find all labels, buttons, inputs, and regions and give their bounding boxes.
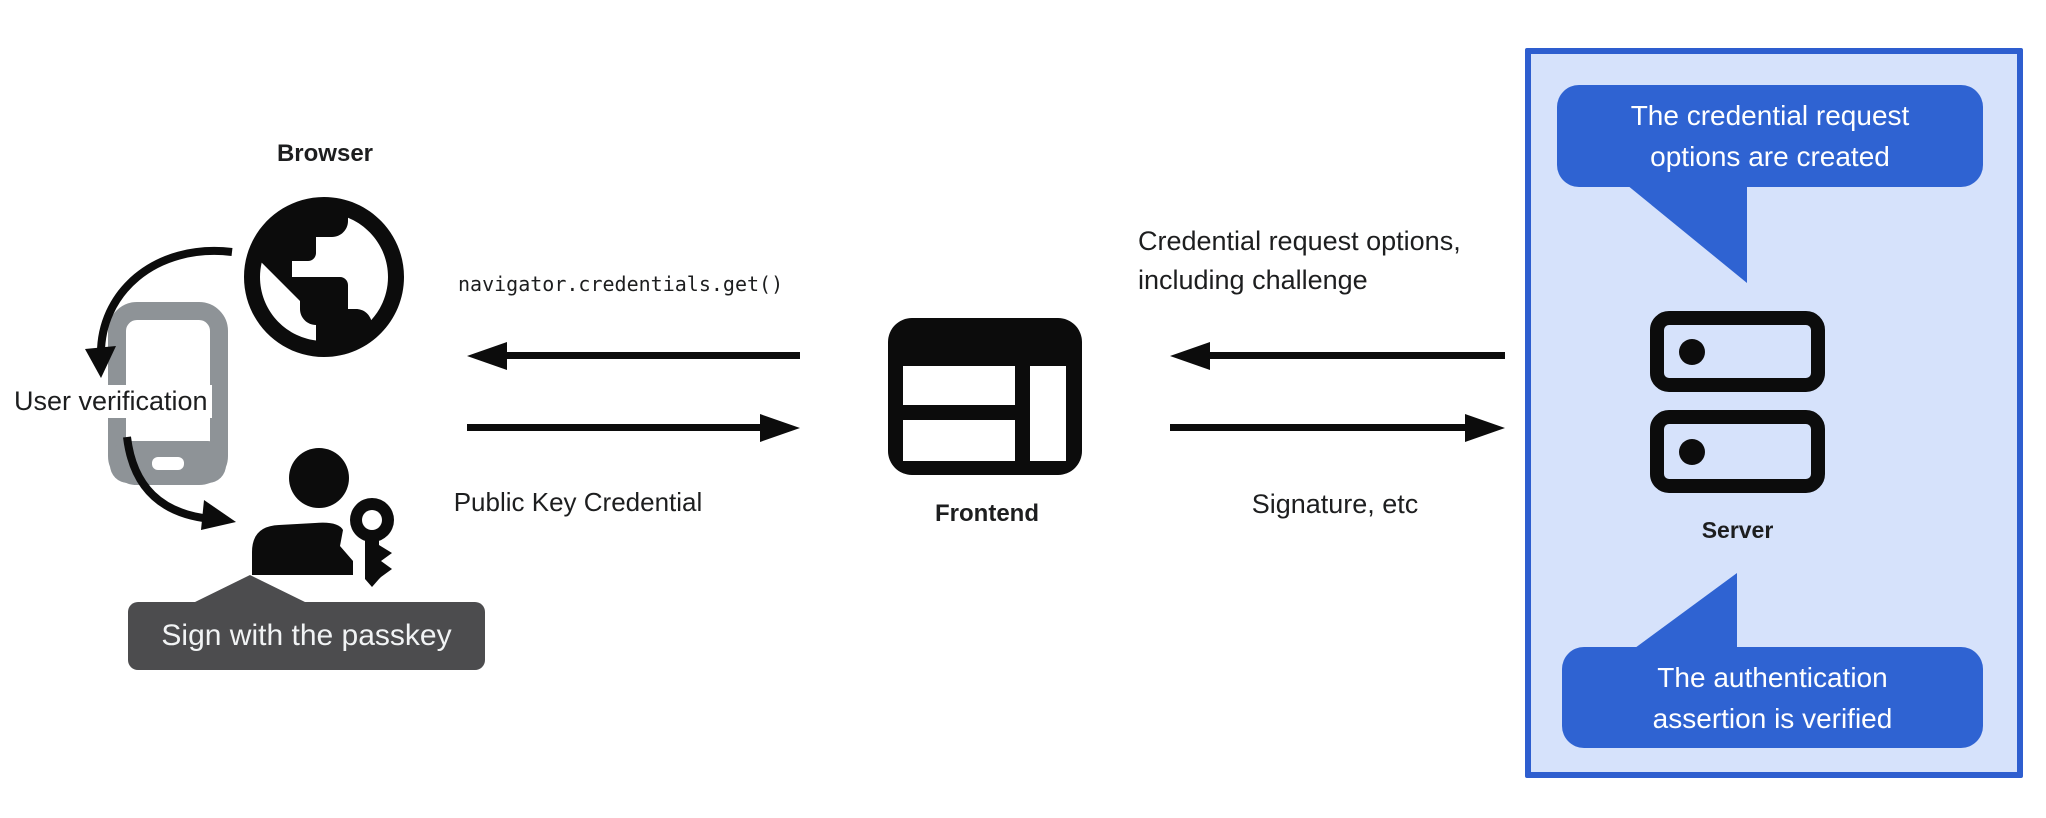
credential-request-options-label: Credential request options, including ch… bbox=[1138, 226, 1461, 295]
arrowhead-left-icon bbox=[1170, 342, 1210, 370]
signature-label: Signature, etc bbox=[1251, 489, 1419, 519]
frontend-label: Frontend bbox=[935, 500, 1039, 527]
server-label: Server bbox=[1701, 517, 1774, 543]
arrow-frontend-to-browser bbox=[467, 342, 800, 370]
person-passkey-icon bbox=[252, 448, 394, 587]
passkey-tooltip: Sign with the passkey bbox=[128, 602, 485, 670]
server-icon bbox=[1650, 311, 1825, 493]
public-key-credential-label: Public Key Credential bbox=[453, 487, 703, 517]
arrow-server-to-frontend bbox=[1170, 342, 1505, 370]
callout-request-created: The credential request options are creat… bbox=[1557, 85, 1983, 187]
browser-globe-icon bbox=[244, 197, 404, 357]
callout-assertion-verified: The authentication assertion is verified bbox=[1562, 647, 1983, 748]
frontend-window-icon bbox=[888, 318, 1082, 475]
user-verification-label: User verification bbox=[10, 385, 212, 418]
arrowhead-right-icon bbox=[760, 414, 800, 442]
arrow-frontend-to-server bbox=[1170, 414, 1505, 442]
arrowhead-right-icon bbox=[1465, 414, 1505, 442]
curved-arrow-globe-to-phone bbox=[85, 246, 236, 530]
navigator-credentials-call: navigator.credentials.get() bbox=[458, 272, 784, 296]
key-icon bbox=[350, 498, 394, 587]
curved-arrow-phone-to-user bbox=[123, 436, 236, 530]
arrowhead-left-icon bbox=[467, 342, 507, 370]
browser-label: Browser bbox=[276, 140, 374, 167]
arrow-browser-to-frontend bbox=[467, 414, 800, 442]
